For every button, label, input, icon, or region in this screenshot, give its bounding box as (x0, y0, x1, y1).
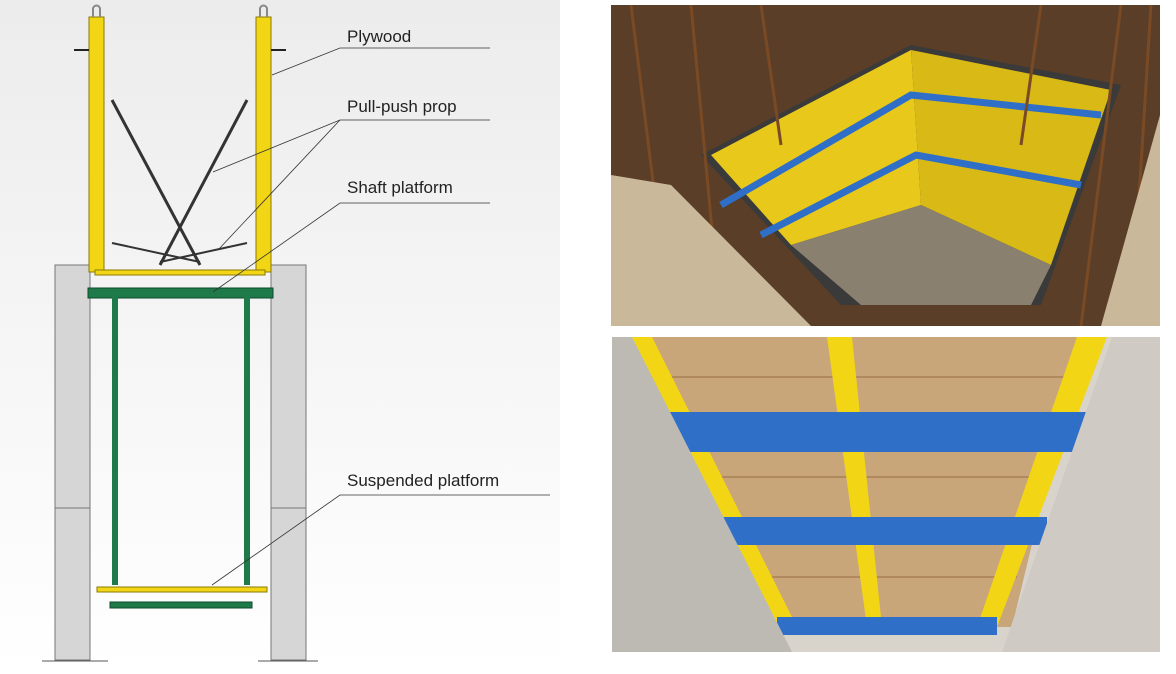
suspended-platform (96, 586, 268, 609)
pull-push-props (110, 99, 249, 266)
shaft-platform (87, 269, 274, 585)
photo-shaft-from-above (611, 5, 1160, 326)
photo-platform-from-below (612, 337, 1160, 652)
label-pull-push-prop: Pull-push prop (347, 97, 457, 116)
left-concrete-wall (54, 264, 91, 661)
label-suspended-platform: Suspended platform (347, 471, 500, 490)
label-shaft-platform: Shaft platform (347, 178, 453, 197)
leader-lines (211, 47, 550, 586)
right-concrete-wall (270, 264, 307, 661)
shaft-formwork-diagram (0, 0, 560, 674)
label-plywood: Plywood (347, 27, 412, 46)
